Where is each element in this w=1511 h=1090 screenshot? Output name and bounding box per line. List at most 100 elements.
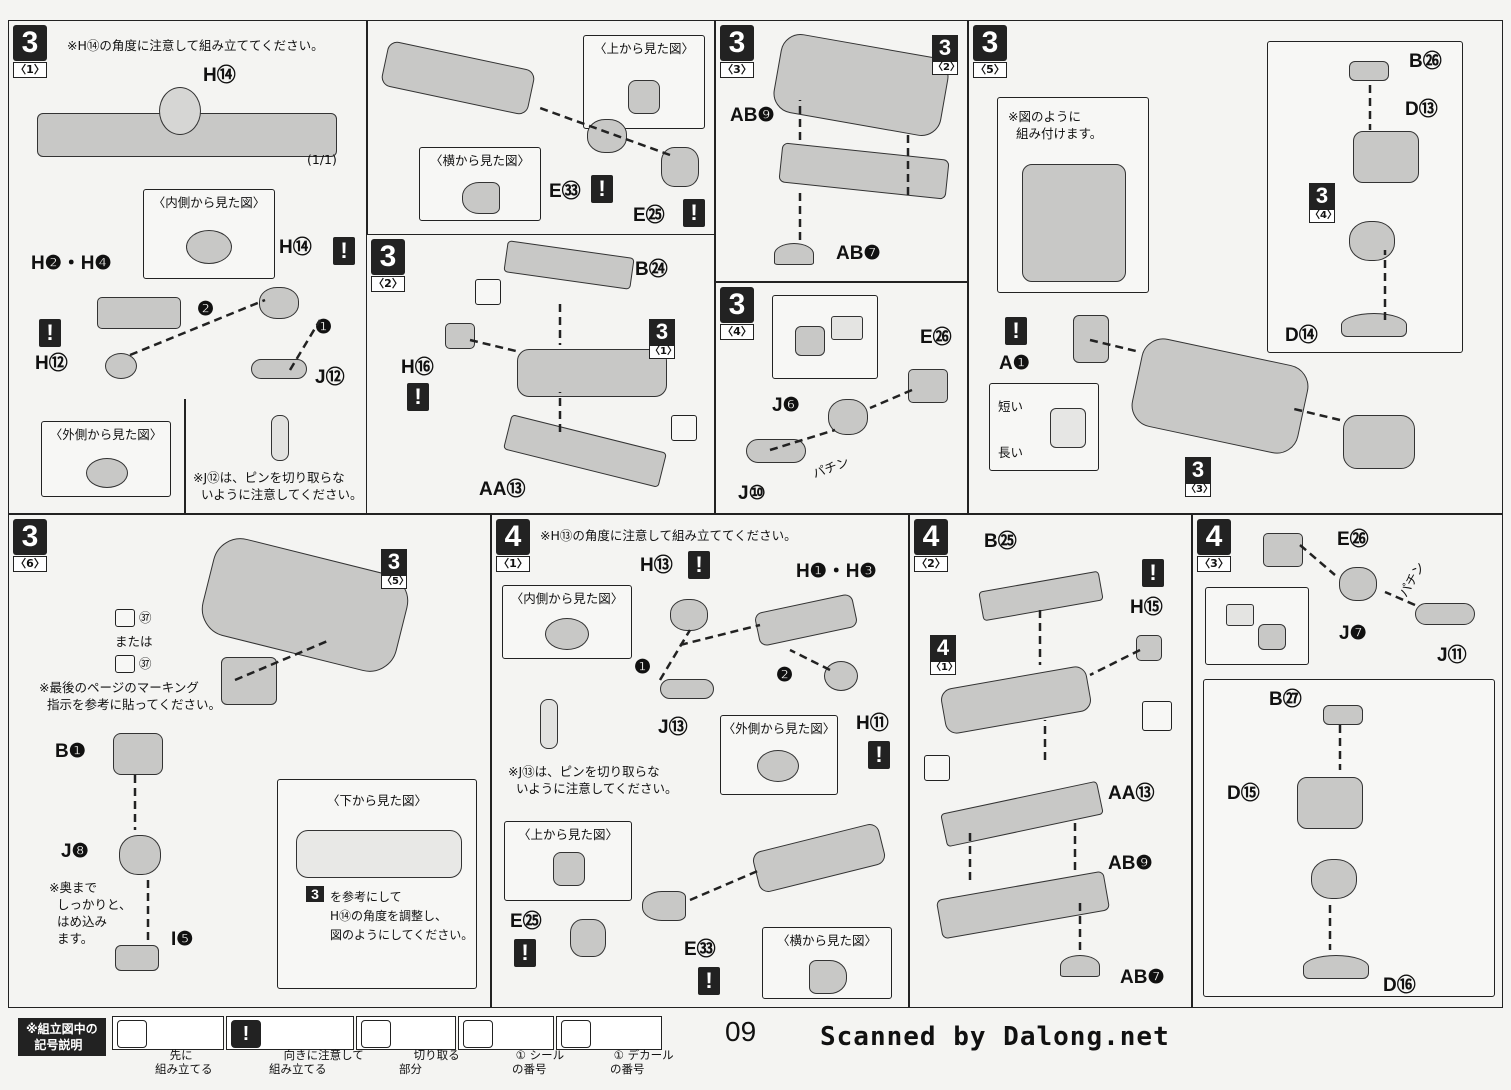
step-order-1: ❶	[315, 317, 333, 338]
orientation-caution-icon: !	[688, 551, 710, 579]
orientation-caution-icon: !	[698, 967, 720, 995]
armor-part-b27	[1323, 705, 1363, 725]
leg-assembly-illustration	[379, 39, 537, 117]
joint-subassembly	[1311, 859, 1357, 899]
step-ref-3-5: 3〈5〉	[381, 549, 409, 589]
cap-part-h12	[105, 353, 137, 379]
pre-assemble-marker	[475, 279, 501, 305]
panel-step-3-4: 3〈4〉 E㉖ J❻ パチン J⑩	[715, 282, 968, 514]
pre-assemble-icon	[117, 1020, 147, 1048]
part-label-h14: H⑭	[203, 65, 236, 86]
pin-detail-illustration	[271, 415, 289, 461]
pin-caution-note: ※J⑫は、ピンを切り取らな いように注意してください。	[193, 470, 363, 502]
joint-part-j7	[1339, 567, 1377, 601]
snap-sound-label: パチン	[810, 454, 851, 481]
arm-part-h2-h4	[97, 297, 181, 329]
long-side-label: 長い	[998, 445, 1024, 460]
inner-view-box: 〈内側から見た図〉	[143, 189, 275, 279]
outer-view-box: 〈外側から見た図〉	[41, 421, 171, 497]
nipper-marker	[671, 415, 697, 441]
legend-item-sticker: ① シール の番号	[458, 1016, 564, 1076]
panel-step-4-2: 4〈2〉 B㉕ ! H⑮ 4〈1〉 AA⑬ AB❾ AB❼	[909, 514, 1192, 1008]
step-badge: 3〈5〉	[973, 25, 1007, 78]
assembly-detail-box: ※図のように 組み付けます。	[997, 97, 1149, 293]
leg-assembly-illustration	[750, 821, 888, 895]
part-label-e26: E㉖	[1337, 529, 1369, 550]
part-label-h12: H⑫	[35, 353, 68, 374]
orientation-caution-icon: !	[683, 199, 705, 227]
armor-part-b25	[978, 570, 1104, 622]
part-label-e33: E㉝	[684, 939, 716, 960]
pin-caution-note: ※J⑬は、ピンを切り取らな いように注意してください。	[508, 764, 678, 796]
hinge-part-j11	[1415, 603, 1475, 625]
collar-part-a1	[1073, 315, 1109, 363]
instruction-note: ※H⑬の角度に注意して組み立ててください。	[540, 528, 797, 543]
part-label-d16: D⑯	[1383, 975, 1416, 996]
part-label-h1-h3: H❶・H❸	[796, 561, 877, 582]
foot-cap-e25	[570, 919, 606, 957]
step-order-1: ❶	[634, 657, 652, 678]
top-view-box: 〈上から見た図〉	[504, 821, 632, 901]
decal-icon	[561, 1020, 591, 1048]
foot-cap-e25	[661, 147, 699, 187]
part-label-j8: J❽	[61, 841, 89, 862]
frame-part-aa13	[940, 780, 1104, 848]
orientation-caution-icon: !	[1005, 317, 1027, 345]
sticker-icon	[115, 609, 135, 627]
part-label-a1: A❶	[999, 353, 1030, 374]
part-label-ab7: AB❼	[836, 243, 881, 264]
page-number: 09	[725, 1016, 757, 1047]
short-side-label: 短い	[998, 399, 1024, 414]
base-part-d14	[1341, 313, 1407, 337]
part-label-h14-b: H⑭	[279, 237, 312, 258]
part-label-b25: B㉕	[984, 531, 1017, 552]
armor-part-d15	[1297, 777, 1363, 829]
column-divider-lower	[184, 399, 186, 513]
collar-detail-part	[1050, 408, 1086, 448]
part-label-h11: H⑪	[856, 713, 889, 734]
orientation-caution-icon: !	[591, 175, 613, 203]
step-ref-3-3: 3〈3〉	[1185, 457, 1213, 497]
bottom-view-part	[296, 830, 462, 878]
decal-icon	[115, 655, 135, 673]
step-order-2: ❷	[776, 665, 794, 686]
part-label-h13: H⑬	[640, 555, 673, 576]
part-label-j6: J❻	[772, 395, 800, 416]
step-ref-3-4: 3〈4〉	[1309, 183, 1337, 223]
part-label-ab9: AB❾	[730, 105, 775, 126]
panel-step-3-6: 3〈6〉 3〈5〉 ㊲ または ㊲ ※最後のページのマーキング 指示を参考に貼っ…	[8, 514, 491, 1008]
part-label-h2-h4: H❷・H❹	[31, 253, 112, 274]
armor-part-d13	[1353, 131, 1419, 183]
sticker-icon	[463, 1020, 493, 1048]
part-label-aa13: AA⑬	[479, 479, 526, 500]
armor-part-e26	[908, 369, 948, 403]
foot-part-e33	[587, 119, 627, 153]
caution-icon: !	[231, 1020, 261, 1048]
orientation-caution-icon: !	[868, 741, 890, 769]
step-badge: 3〈3〉	[720, 25, 754, 78]
arm-part-h1-h3	[753, 592, 859, 648]
panel-step-3-5: 3〈5〉 ※図のように 組み付けます。 B㉖ D⑬ 3〈4〉 D⑭ ! A❶ 短…	[968, 20, 1503, 514]
nipper-marker	[924, 755, 950, 781]
part-h16	[445, 323, 475, 349]
pin-detail-illustration	[540, 699, 558, 749]
orientation-caution-icon: !	[333, 237, 355, 265]
part-h15	[1136, 635, 1162, 661]
step-badge: 3〈6〉	[13, 519, 47, 572]
outer-view-box: 〈外側から見た図〉	[720, 715, 838, 795]
outer-view-part	[757, 750, 799, 782]
armor-part-e26	[1263, 533, 1303, 567]
or-label: または	[115, 634, 153, 649]
pin-part-j12	[251, 359, 307, 379]
legend-item-caution: ! 向きに注意して 組み立てる	[226, 1016, 364, 1076]
panel-step-3-3: 3〈3〉 3〈2〉 AB❾ AB❼	[715, 20, 968, 282]
frame-part-aa13	[503, 414, 667, 488]
inner-view-box: 〈内側から見た図〉	[502, 585, 632, 659]
step-badge: 3〈4〉	[720, 287, 754, 340]
bottom-view-box: 〈下から見た図〉 3 を参考にして H⑭の角度を調整し、 図のようにしてください…	[277, 779, 477, 989]
part-label-b24: B㉔	[635, 259, 668, 280]
part-label-h16: H⑯	[401, 357, 434, 378]
detail-plate-part	[831, 316, 863, 340]
orientation-caution-icon: !	[39, 319, 61, 347]
step-badge: 4〈2〉	[914, 519, 948, 572]
